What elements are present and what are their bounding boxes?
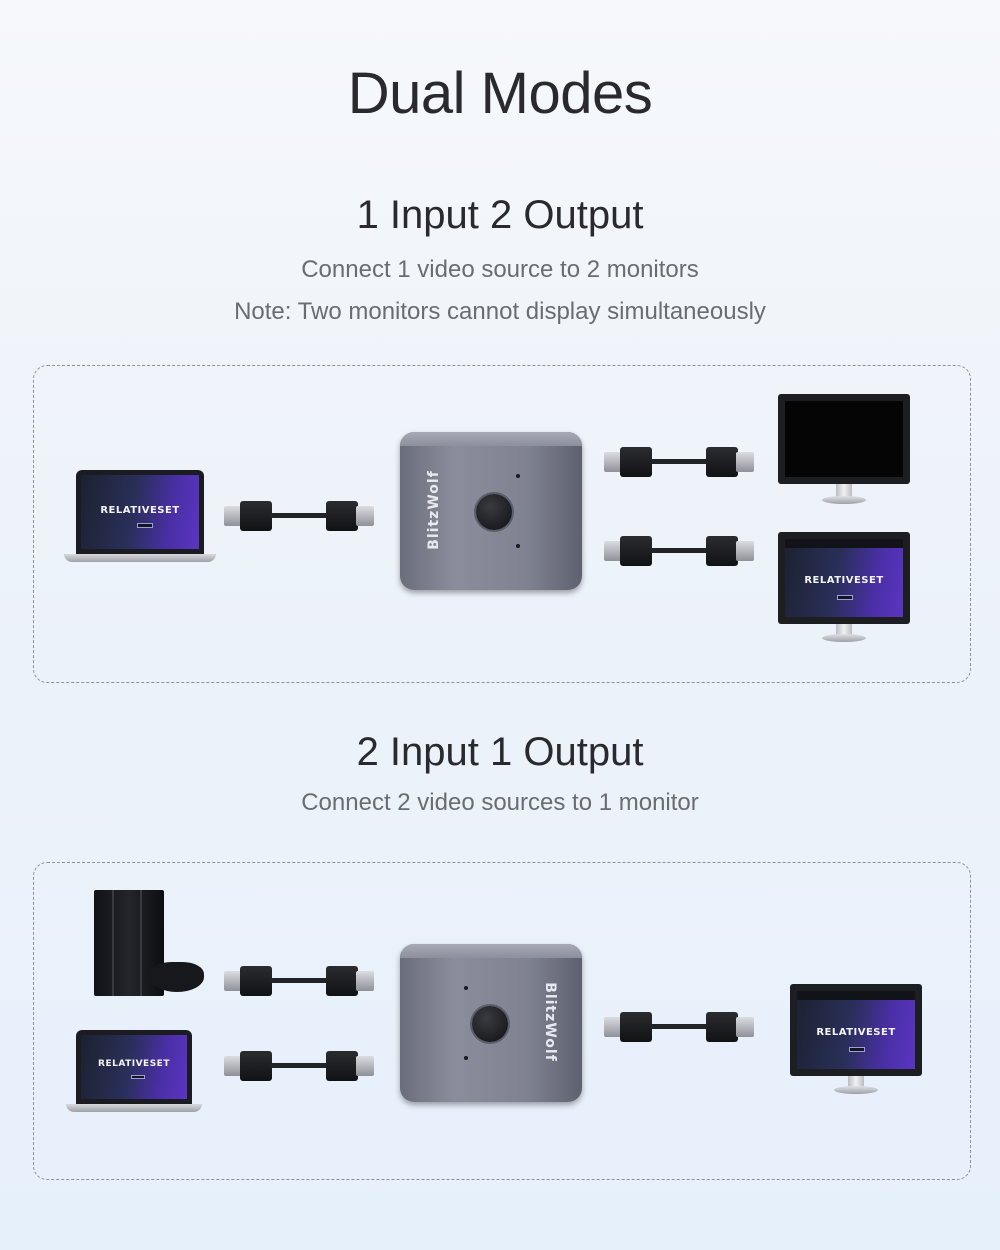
switch-brand-label: BlitzWolf [541, 982, 558, 1062]
mode2-description: Connect 2 video sources to 1 monitor [301, 789, 699, 816]
laptop-screen-brand: RELATIVESET [100, 505, 180, 516]
laptop-screen-brand: RELATIVESET [98, 1059, 170, 1069]
mode1-note: Note: Two monitors cannot display simult… [234, 298, 766, 325]
mode1-description: Connect 1 video source to 2 monitors [301, 256, 699, 283]
mode2-diagram-panel [33, 862, 971, 1180]
page-title: Dual Modes [347, 61, 653, 126]
mode2-heading: 2 Input 1 Output [356, 730, 644, 774]
monitor-screen-brand: RELATIVESET [816, 1027, 896, 1038]
monitor-screen-brand: RELATIVESET [804, 575, 884, 586]
switch-brand-label: BlitzWolf [425, 470, 442, 550]
mode1-diagram-panel [33, 365, 971, 683]
mode1-heading: 1 Input 2 Output [356, 193, 644, 237]
